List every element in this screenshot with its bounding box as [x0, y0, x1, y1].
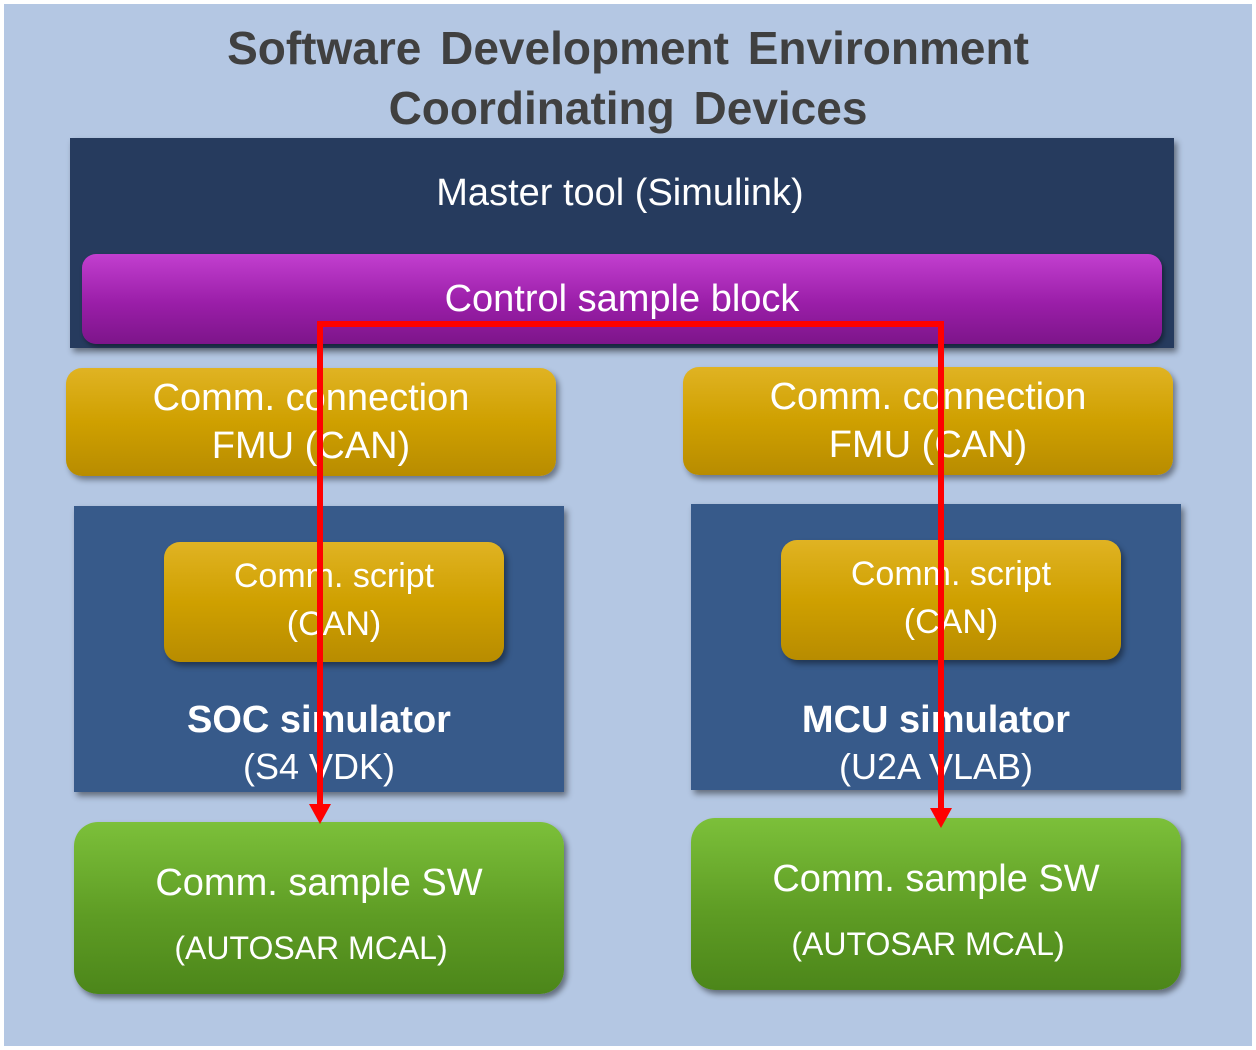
left-comm-connection-line-2: FMU (CAN) — [211, 425, 411, 467]
left-simulator-name: SOC simulator — [187, 699, 451, 741]
control-sample-block-label: Control sample block — [444, 278, 800, 320]
right-simulator-sub: (U2A VLAB) — [838, 746, 1034, 787]
left-comm-connection-box: Comm. connection FMU (CAN) — [66, 368, 556, 476]
right-comm-connection-line-1: Comm. connection — [769, 376, 1087, 418]
left-sample-sw-box: Comm. sample SW (AUTOSAR MCAL) — [74, 822, 564, 994]
right-comm-script-box: Comm. script (CAN) — [781, 540, 1121, 660]
left-comm-script-line-2: (CAN) — [286, 605, 382, 643]
title-line-2: Coordinating Devices — [388, 82, 868, 134]
left-simulator-sub: (S4 VDK) — [242, 746, 396, 787]
left-comm-script-line-1: Comm. script — [233, 557, 435, 595]
left-sample-sw-main: Comm. sample SW — [155, 862, 483, 904]
right-comm-connection-line-2: FMU (CAN) — [828, 424, 1028, 466]
right-comm-connection-box: Comm. connection FMU (CAN) — [683, 367, 1173, 475]
right-sample-sw-box: Comm. sample SW (AUTOSAR MCAL) — [691, 818, 1181, 990]
master-tool-label: Master tool (Simulink) — [436, 172, 804, 214]
left-comm-script-box: Comm. script (CAN) — [164, 542, 504, 662]
left-sample-sw-sub: (AUTOSAR MCAL) — [174, 930, 448, 966]
right-sample-sw-main: Comm. sample SW — [772, 858, 1100, 900]
diagram-title: Software Development Environment Coordin… — [0, 18, 1256, 138]
left-comm-connection-line-1: Comm. connection — [152, 377, 470, 419]
right-sample-sw-sub: (AUTOSAR MCAL) — [791, 926, 1065, 962]
right-simulator-name: MCU simulator — [801, 699, 1071, 741]
right-comm-script-line-1: Comm. script — [850, 555, 1052, 593]
right-simulator-label: MCU simulator (U2A VLAB) — [691, 696, 1181, 790]
left-simulator-label: SOC simulator (S4 VDK) — [74, 696, 564, 790]
right-comm-script-line-2: (CAN) — [903, 603, 999, 641]
title-line-1: Software Development Environment — [227, 22, 1029, 74]
